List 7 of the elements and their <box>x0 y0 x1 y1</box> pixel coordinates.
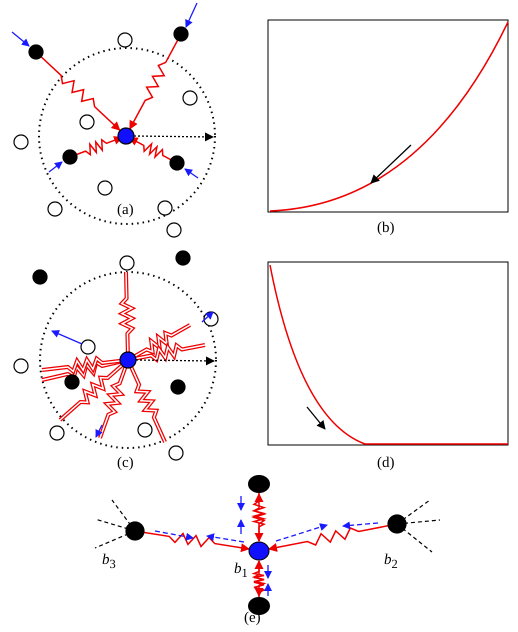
panel-label: (c) <box>117 455 134 471</box>
particle-label: b$_{2}$ <box>384 552 398 572</box>
particle-label: b$_{3}$ <box>102 552 116 572</box>
panel-label: (b) <box>377 220 394 236</box>
panel-label: (a) <box>117 202 134 218</box>
particle-label: b$_{1}$ <box>234 561 248 581</box>
panel-label: (d) <box>377 455 394 471</box>
